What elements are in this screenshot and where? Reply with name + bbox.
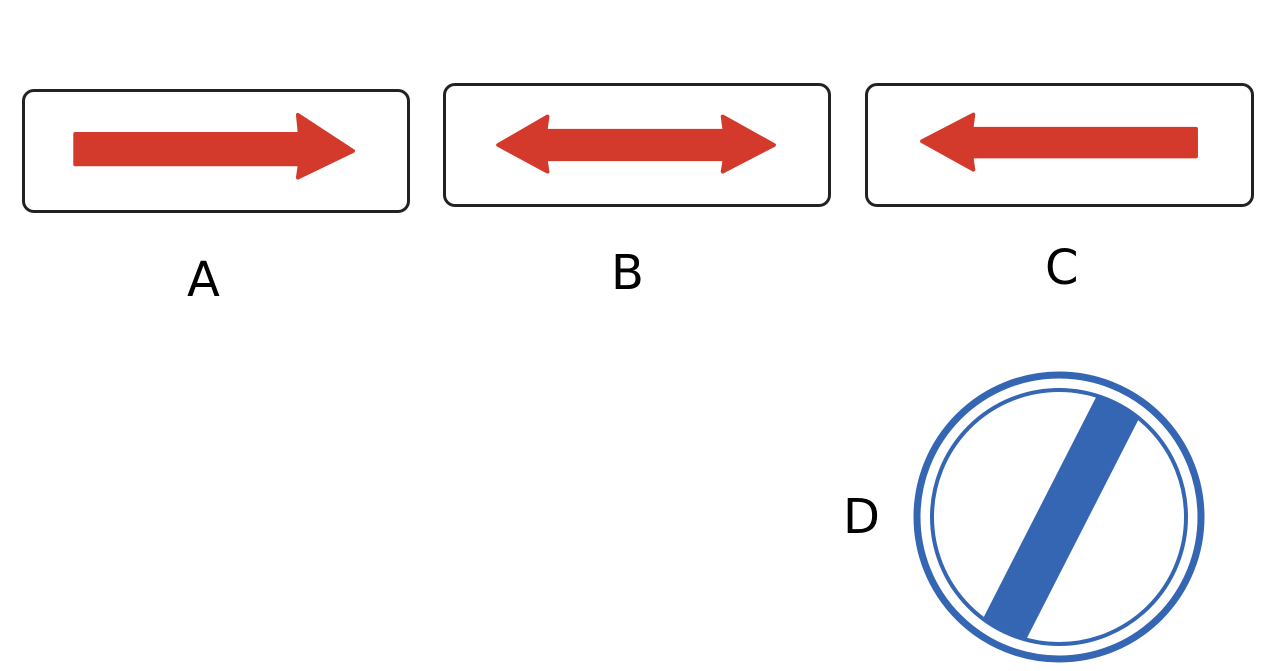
sign-plate-a bbox=[22, 89, 410, 213]
end-of-restrictions-icon bbox=[913, 371, 1205, 663]
right-arrow-icon bbox=[73, 112, 355, 180]
sign-label-a: A bbox=[187, 252, 220, 308]
sign-label-d: D bbox=[843, 489, 880, 545]
sign-plate-b bbox=[443, 83, 831, 207]
sign-label-c: C bbox=[1045, 240, 1079, 296]
sign-label-b: B bbox=[611, 245, 644, 301]
sign-plate-c bbox=[865, 83, 1254, 207]
double-headed-arrow-icon bbox=[496, 114, 776, 174]
left-arrow-icon bbox=[920, 112, 1198, 172]
